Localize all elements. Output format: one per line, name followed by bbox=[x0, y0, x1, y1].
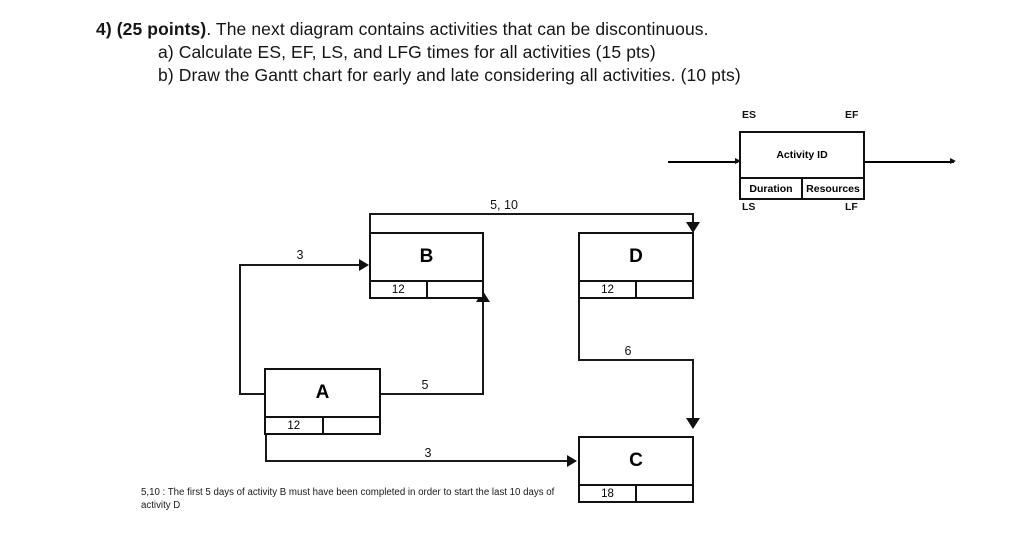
question-line-a: a) Calculate ES, EF, LS, and LFG times f… bbox=[158, 42, 656, 62]
diagram-footnote: 5,10 : The first 5 days of activity B mu… bbox=[141, 487, 555, 511]
edge-a-c-segment-down bbox=[265, 424, 267, 461]
activity-node-c-label: C bbox=[629, 450, 643, 471]
activity-node-c-duration: 18 bbox=[580, 486, 637, 501]
legend-in-arrowhead-icon bbox=[735, 158, 741, 164]
edge-a-b5-segment-right bbox=[379, 393, 484, 395]
activity-node-a[interactable]: A 12 bbox=[264, 368, 381, 435]
question-line-1: 4) (25 points). The next diagram contain… bbox=[96, 18, 926, 41]
activity-node-d-label: D bbox=[629, 246, 643, 267]
activity-node-a-duration: 12 bbox=[266, 418, 324, 433]
edge-a-c-segment-across bbox=[265, 460, 571, 462]
edge-b-d-arrowhead-icon bbox=[686, 222, 700, 233]
activity-node-b[interactable]: B 12 bbox=[369, 232, 484, 299]
activity-node-d-sub-row: 12 bbox=[580, 280, 692, 297]
edge-d-c-arrowhead-icon bbox=[686, 418, 700, 429]
edge-b-d-segment-across bbox=[369, 213, 694, 215]
activity-node-b-resources bbox=[428, 282, 483, 297]
question-block: 4) (25 points). The next diagram contain… bbox=[96, 18, 926, 87]
legend-resources-cell: Resources bbox=[806, 182, 860, 195]
edge-a-b3-segment-up bbox=[239, 264, 241, 395]
legend-sub-row: Duration Resources bbox=[741, 177, 863, 198]
activity-node-a-sub-row: 12 bbox=[266, 416, 379, 433]
activity-node-b-label: B bbox=[419, 246, 434, 267]
activity-node-b-sub-row: 12 bbox=[371, 280, 482, 297]
activity-node-c-resources bbox=[637, 486, 692, 501]
legend-label-es: ES bbox=[742, 109, 757, 121]
question-line-1-rest: . The next diagram contains activities t… bbox=[206, 19, 709, 39]
edge-b-d-segment-down bbox=[692, 213, 694, 229]
edge-label-a-c: 3 bbox=[424, 446, 432, 460]
legend-node-key: Activity ID Duration Resources bbox=[739, 131, 865, 200]
edge-a-b3-arrowhead-icon bbox=[359, 259, 369, 271]
edge-a-b3-segment-left bbox=[239, 393, 285, 395]
legend-label-ls: LS bbox=[742, 201, 756, 213]
edge-d-c-segment-across bbox=[578, 359, 694, 361]
question-number: 4) bbox=[96, 19, 112, 39]
edge-d-c-segment-down2 bbox=[692, 359, 694, 424]
edge-a-c-arrowhead-icon bbox=[567, 455, 577, 467]
activity-node-c-sub-row: 18 bbox=[580, 484, 692, 501]
edge-label-b-d: 5, 10 bbox=[490, 198, 518, 212]
edge-label-a-b-5: 5 bbox=[421, 378, 429, 392]
legend-in-arrow-line bbox=[668, 161, 738, 163]
legend-activity-id: Activity ID bbox=[776, 149, 828, 161]
edge-label-a-b-3: 3 bbox=[296, 248, 304, 262]
legend-out-arrow-line bbox=[864, 161, 954, 163]
activity-node-b-duration: 12 bbox=[371, 282, 428, 297]
edge-b-d-segment-up bbox=[369, 213, 371, 234]
activity-node-d[interactable]: D 12 bbox=[578, 232, 694, 299]
activity-node-d-duration: 12 bbox=[580, 282, 637, 297]
question-points: (25 points) bbox=[116, 19, 207, 39]
question-line-b: b) Draw the Gantt chart for early and la… bbox=[158, 65, 741, 85]
activity-node-c[interactable]: C 18 bbox=[578, 436, 694, 503]
legend-out-arrowhead-icon bbox=[950, 158, 956, 164]
legend-label-lf: LF bbox=[845, 201, 858, 213]
legend-label-ef: EF bbox=[845, 109, 859, 121]
edge-a-b5-segment-up bbox=[482, 300, 484, 395]
edge-label-d-c: 6 bbox=[624, 344, 632, 358]
edge-d-c-segment-down bbox=[578, 292, 580, 360]
activity-node-d-resources bbox=[637, 282, 692, 297]
activity-node-a-label: A bbox=[315, 382, 330, 403]
legend-duration-cell: Duration bbox=[741, 179, 803, 198]
edge-a-b3-segment-across bbox=[239, 264, 363, 266]
activity-node-a-resources bbox=[324, 418, 380, 433]
